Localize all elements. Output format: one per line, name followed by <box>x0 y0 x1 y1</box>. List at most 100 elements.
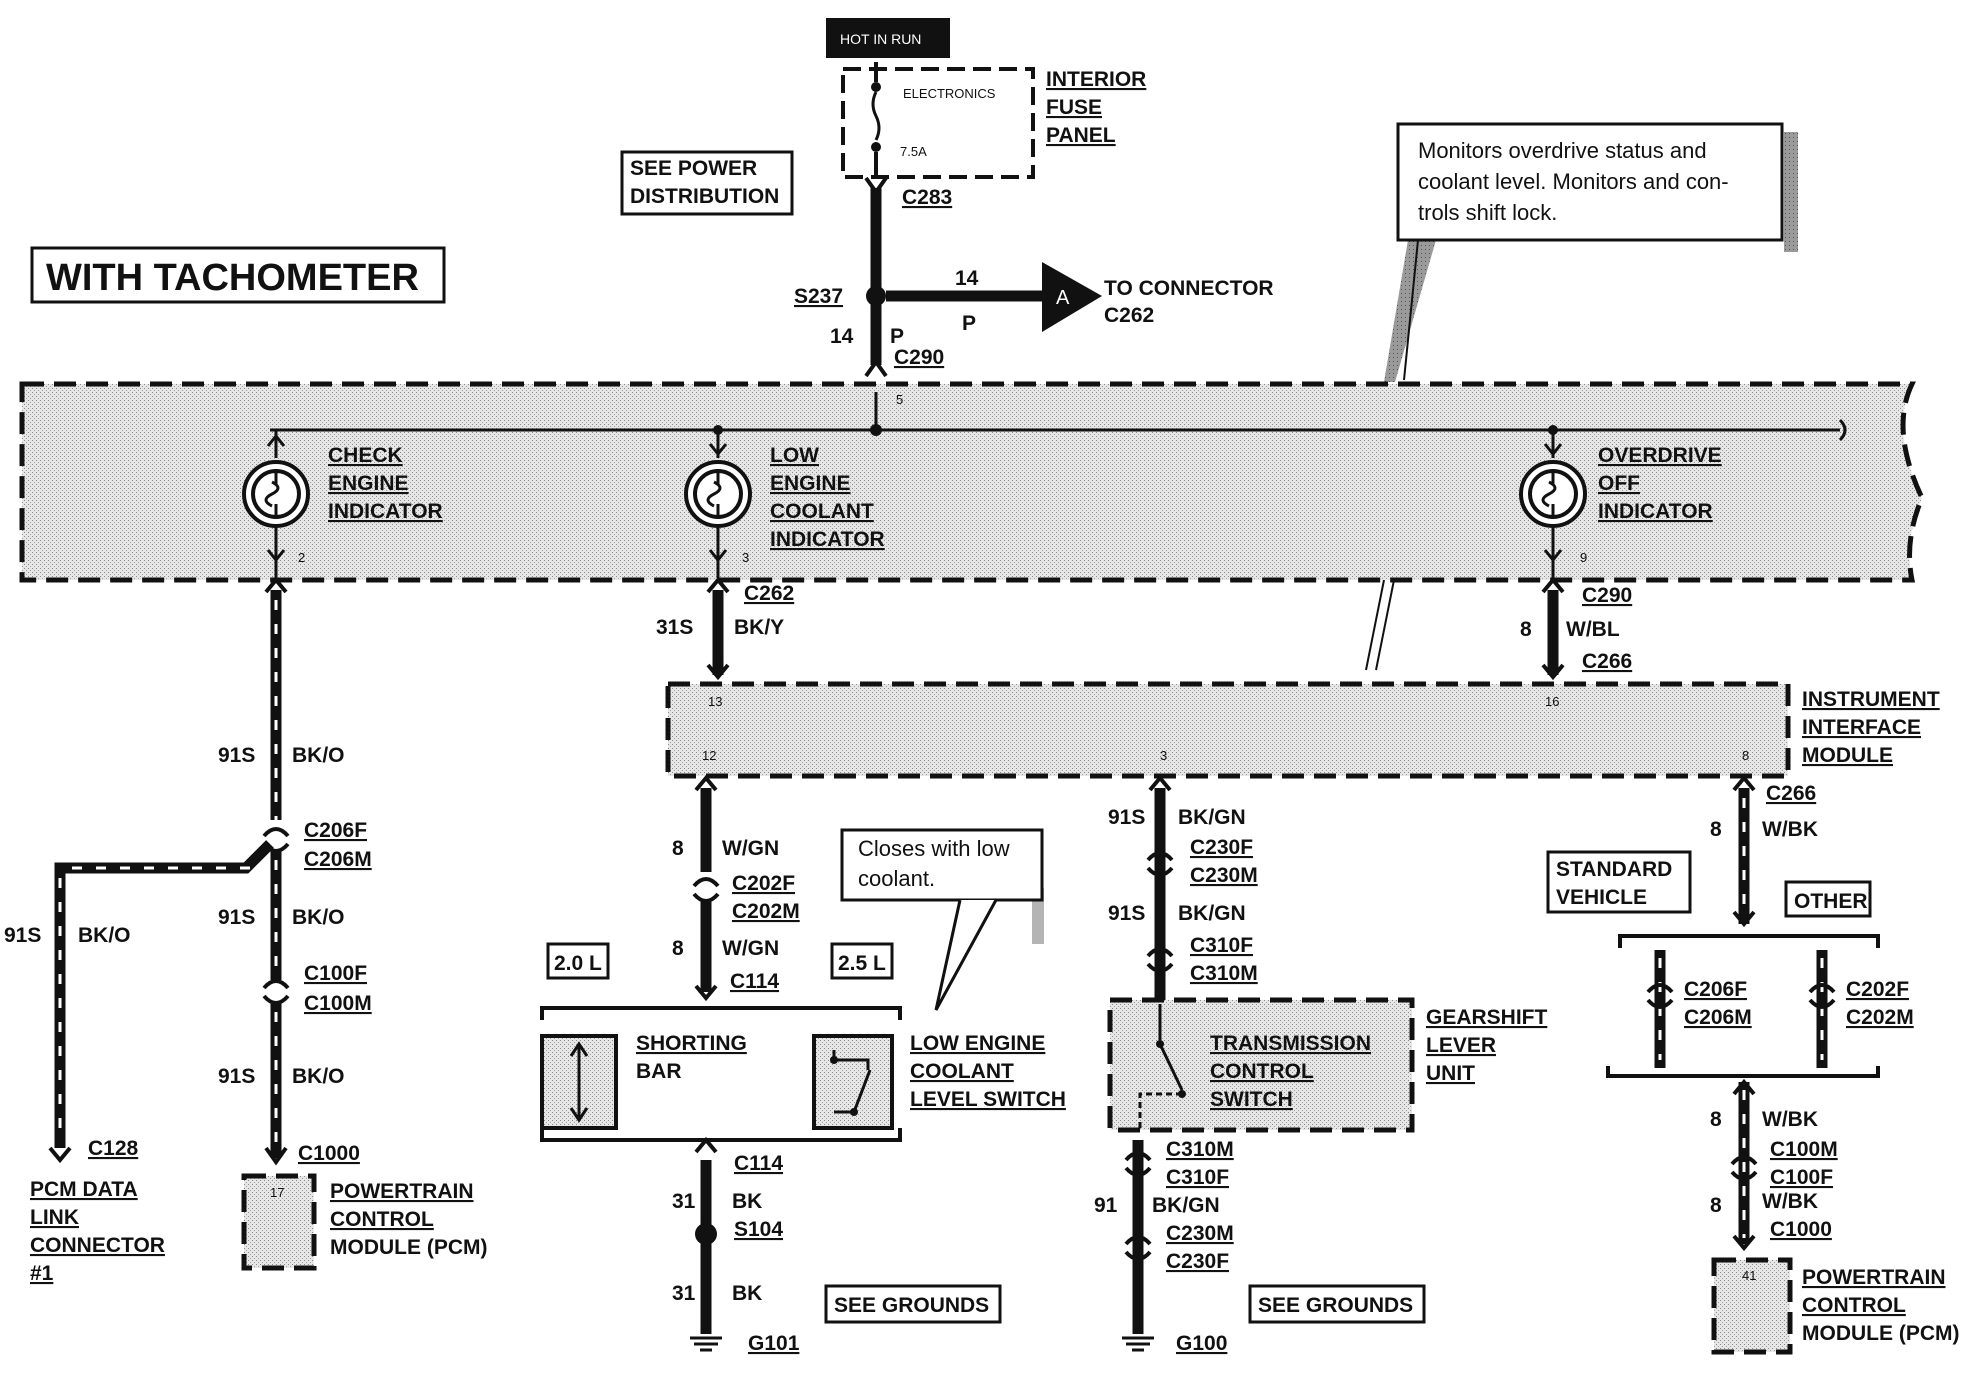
svg-text:coolant level. Monitors and co: coolant level. Monitors and con- <box>1418 169 1729 194</box>
svg-text:W/GN: W/GN <box>722 937 779 960</box>
svg-text:8: 8 <box>1710 818 1722 841</box>
svg-text:G101: G101 <box>748 1332 800 1355</box>
svg-text:CHECK: CHECK <box>328 444 403 467</box>
svg-text:LOW: LOW <box>770 444 819 467</box>
svg-text:BAR: BAR <box>636 1060 682 1083</box>
svg-text:31: 31 <box>672 1282 696 1305</box>
svg-text:W/BL: W/BL <box>1566 618 1620 641</box>
c230-connector-icon <box>1146 851 1174 877</box>
svg-text:BK/O: BK/O <box>292 1065 345 1088</box>
closes-with-low-coolant-callout <box>840 828 1044 902</box>
c206-right-connector-icon <box>1646 983 1674 1009</box>
diagram-title: WITH TACHOMETER <box>46 257 419 299</box>
svg-text:ENGINE: ENGINE <box>328 472 409 495</box>
iim-note-callout: Monitors overdrive status and coolant le… <box>1365 122 1798 671</box>
svg-text:C202F: C202F <box>1846 978 1909 1001</box>
transmission-switch-icon <box>1158 1043 1184 1091</box>
c230-lower-connector-icon <box>1124 1235 1152 1261</box>
svg-text:PCM DATA: PCM DATA <box>30 1178 138 1201</box>
svg-text:SWITCH: SWITCH <box>1210 1088 1293 1111</box>
svg-text:G100: G100 <box>1176 1332 1227 1355</box>
svg-text:C128: C128 <box>88 1137 139 1160</box>
svg-text:STANDARD: STANDARD <box>1556 858 1672 881</box>
svg-text:MODULE (PCM): MODULE (PCM) <box>1802 1322 1959 1345</box>
svg-text:P: P <box>962 312 976 335</box>
svg-text:coolant.: coolant. <box>858 866 935 891</box>
svg-text:31S: 31S <box>656 616 693 639</box>
svg-text:C230F: C230F <box>1190 836 1253 859</box>
svg-text:91S: 91S <box>218 1065 255 1088</box>
svg-text:W/BK: W/BK <box>1762 1190 1818 1213</box>
svg-text:INDICATOR: INDICATOR <box>1598 500 1713 523</box>
svg-text:INSTRUMENT: INSTRUMENT <box>1802 688 1940 711</box>
svg-text:C230F: C230F <box>1166 1250 1229 1273</box>
s104-splice-icon <box>695 1223 717 1245</box>
svg-text:GEARSHIFT: GEARSHIFT <box>1426 1006 1548 1029</box>
low-coolant-indicator: 3 LOW ENGINE COOLANT INDICATOR <box>684 430 885 578</box>
svg-text:MODULE: MODULE <box>1802 744 1893 767</box>
hot-in-run-bar: HOT IN RUN <box>826 18 950 58</box>
svg-text:13: 13 <box>708 694 722 709</box>
see-power-distribution-box: SEE POWER DISTRIBUTION <box>620 150 794 216</box>
svg-text:C230M: C230M <box>1190 864 1258 887</box>
fuse-terminal-top-icon <box>871 82 881 92</box>
c283-connector-icon <box>864 176 888 196</box>
svg-text:OTHER: OTHER <box>1794 890 1868 913</box>
svg-text:BK/O: BK/O <box>292 906 345 929</box>
svg-text:BK/O: BK/O <box>78 924 131 947</box>
svg-text:CONNECTOR: CONNECTOR <box>30 1234 165 1257</box>
svg-text:2: 2 <box>298 550 305 565</box>
svg-text:C100M: C100M <box>304 992 372 1015</box>
svg-text:C1000: C1000 <box>1770 1218 1832 1241</box>
s237-splice-icon <box>866 286 886 306</box>
svg-text:3: 3 <box>742 550 749 565</box>
svg-text:8: 8 <box>672 937 684 960</box>
svg-text:OFF: OFF <box>1598 472 1640 495</box>
svg-text:INTERIOR: INTERIOR <box>1046 68 1146 91</box>
svg-text:C100F: C100F <box>1770 1166 1833 1189</box>
svg-text:C114: C114 <box>730 970 779 993</box>
svg-text:C262: C262 <box>1104 304 1154 327</box>
svg-text:TO CONNECTOR: TO CONNECTOR <box>1104 277 1274 300</box>
svg-text:C202M: C202M <box>1846 1006 1914 1029</box>
s237-label: S237 <box>794 285 843 308</box>
svg-text:CONTROL: CONTROL <box>1210 1060 1314 1083</box>
svg-text:BK: BK <box>732 1282 762 1305</box>
svg-text:91S: 91S <box>218 744 255 767</box>
connector-a-arrow-icon <box>1042 262 1102 332</box>
svg-text:BK/GN: BK/GN <box>1178 902 1246 925</box>
svg-text:BK/O: BK/O <box>292 744 345 767</box>
ground-icon <box>1122 1336 1154 1352</box>
svg-text:LEVER: LEVER <box>1426 1034 1496 1057</box>
svg-text:2.5 L: 2.5 L <box>838 952 886 975</box>
svg-text:C230M: C230M <box>1166 1222 1234 1245</box>
svg-text:C206M: C206M <box>304 848 372 871</box>
interior-fuse-panel: ELECTRONICS 7.5A INTERIOR FUSE PANEL <box>841 62 1146 179</box>
fuse-rating: 7.5A <box>900 144 927 159</box>
right-circuit: C266 8 W/BK STANDARD VEHICLE OTHER C206F… <box>1546 774 1959 1355</box>
svg-text:FUSE: FUSE <box>1046 96 1102 119</box>
svg-text:LOW ENGINE: LOW ENGINE <box>910 1032 1045 1055</box>
c310-connector-icon <box>1146 947 1174 973</box>
left-circuit: 91S BK/O C206F C206M 91S BK/O C100F C100… <box>4 576 487 1285</box>
svg-text:DISTRIBUTION: DISTRIBUTION <box>630 185 779 208</box>
svg-text:UNIT: UNIT <box>1426 1062 1475 1085</box>
svg-text:VEHICLE: VEHICLE <box>1556 886 1647 909</box>
svg-text:W/BK: W/BK <box>1762 1108 1818 1131</box>
ground-icon <box>690 1336 722 1352</box>
overdrive-off-indicator: 9 OVERDRIVE OFF INDICATOR <box>1519 430 1722 578</box>
check-engine-indicator: 2 CHECK ENGINE INDICATOR <box>242 430 443 578</box>
c290-label: C290 <box>894 346 944 369</box>
svg-text:41: 41 <box>1742 1268 1756 1283</box>
c202-connector-icon <box>692 877 720 903</box>
title-box: WITH TACHOMETER <box>30 246 446 304</box>
svg-text:91S: 91S <box>1108 902 1145 925</box>
svg-text:C262: C262 <box>744 582 794 605</box>
svg-text:C202F: C202F <box>732 872 795 895</box>
c100-connector-icon <box>262 979 290 1005</box>
svg-text:INTERFACE: INTERFACE <box>1802 716 1921 739</box>
gearshift-circuit: 91S BK/GN C230F C230M 91S BK/GN C310F C3… <box>1094 774 1548 1355</box>
svg-text:INDICATOR: INDICATOR <box>328 500 443 523</box>
svg-text:16: 16 <box>1545 694 1559 709</box>
svg-text:C206M: C206M <box>1684 1006 1752 1029</box>
